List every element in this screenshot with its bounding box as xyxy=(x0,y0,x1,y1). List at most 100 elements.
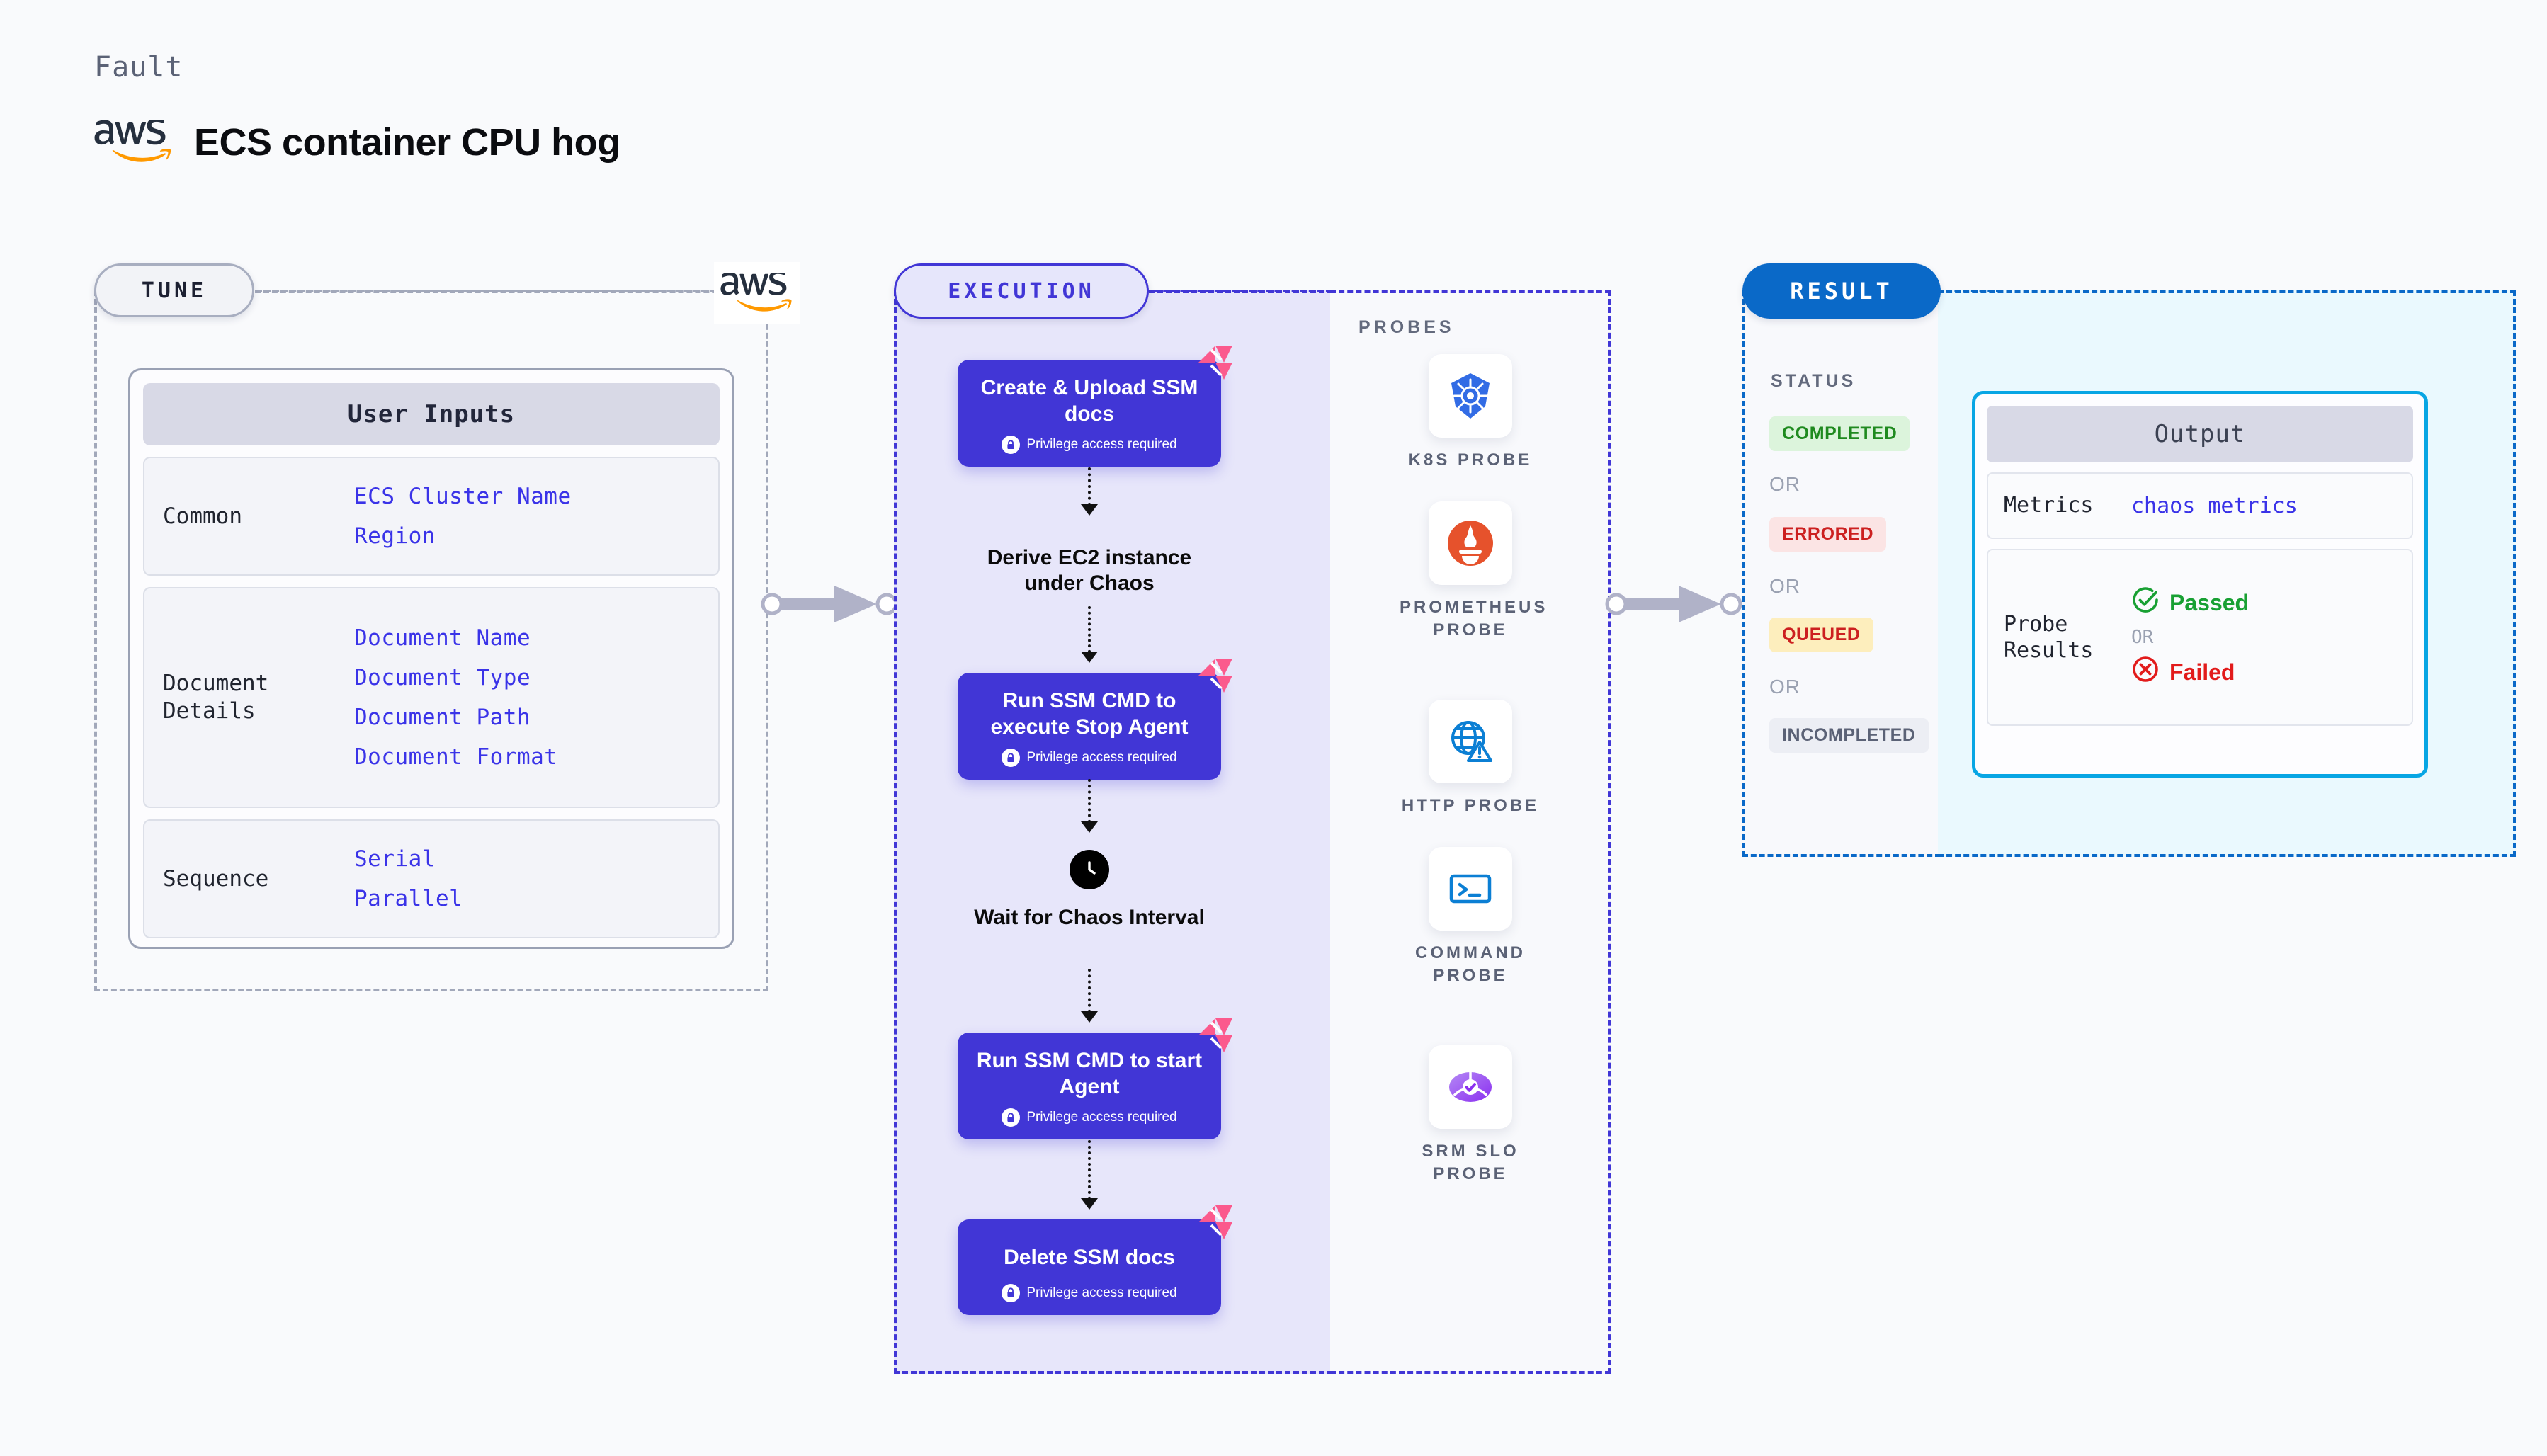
input-value[interactable]: Parallel xyxy=(354,886,463,911)
node-privilege-note: Privilege access required xyxy=(969,1283,1210,1302)
input-value[interactable]: Document Name xyxy=(354,625,531,651)
probe-label: SRM SLO PROBE xyxy=(1422,1142,1519,1184)
probe-item-prometheus[interactable]: PROMETHEUS PROBE xyxy=(1400,501,1545,642)
execution-step-derive-ec2-instance: Derive EC2 instance under Chaos xyxy=(987,546,1192,595)
probe-label: COMMAND PROBE xyxy=(1415,943,1526,986)
input-group-label: Common xyxy=(163,503,242,529)
execution-node-create-upload-ssm-docs[interactable]: Create & Upload SSM docs Privilege acces… xyxy=(958,346,1232,467)
node-title: Run SSM CMD to execute Stop Agent xyxy=(990,689,1189,739)
flow-connector xyxy=(1088,1140,1091,1200)
probes-panel xyxy=(1330,290,1611,1374)
input-group-label: Document Details xyxy=(163,671,269,724)
probe-item-command[interactable]: COMMAND PROBE xyxy=(1400,847,1541,988)
execution-node-run-ssm-stop-agent[interactable]: Run SSM CMD to execute Stop Agent Privil… xyxy=(958,659,1232,780)
output-row-label: Metrics xyxy=(2004,493,2094,518)
output-row-metrics: Metrics chaos metrics xyxy=(1987,472,2413,539)
execution-dashed-connector xyxy=(1146,290,1332,292)
tune-aws-logo-icon xyxy=(714,262,800,324)
input-value[interactable]: Serial xyxy=(354,846,436,872)
flow-arrowhead xyxy=(1081,652,1098,663)
user-inputs-card: User Inputs Common ECS Cluster Name Regi… xyxy=(128,368,734,949)
probe-label: K8S PROBE xyxy=(1408,450,1533,470)
user-inputs-title: User Inputs xyxy=(143,383,720,445)
input-value[interactable]: Document Type xyxy=(354,665,531,690)
status-or-label: OR xyxy=(1769,473,1800,495)
status-badge-queued: QUEUED xyxy=(1769,618,1873,652)
status-title: STATUS xyxy=(1771,371,1856,391)
probe-item-http[interactable]: HTTP PROBE xyxy=(1400,700,1541,817)
flow-connector xyxy=(1088,467,1091,506)
result-status-panel xyxy=(1742,290,1941,857)
output-metrics-value[interactable]: chaos metrics xyxy=(2131,493,2298,518)
result-pill[interactable]: RESULT xyxy=(1742,263,1941,319)
harness-logo-icon xyxy=(1197,657,1234,694)
prometheus-icon xyxy=(1429,501,1512,585)
status-badge-incompleted: INCOMPLETED xyxy=(1769,718,1929,753)
srm-slo-icon xyxy=(1429,1045,1512,1129)
input-group-sequence: Sequence Serial Parallel xyxy=(143,819,720,938)
status-badge-completed: COMPLETED xyxy=(1769,416,1910,451)
node-title: Delete SSM docs xyxy=(1004,1246,1175,1269)
execution-node-run-ssm-start-agent[interactable]: Run SSM CMD to start Agent Privilege acc… xyxy=(958,1018,1232,1140)
harness-logo-icon xyxy=(1197,1017,1234,1054)
node-privilege-text: Privilege access required xyxy=(1026,437,1177,453)
node-privilege-note: Privilege access required xyxy=(969,1108,1210,1127)
node-privilege-note: Privilege access required xyxy=(969,749,1210,768)
flow-connector xyxy=(1088,606,1091,653)
execution-pill[interactable]: EXECUTION xyxy=(894,263,1149,319)
probe-result-passed-label: Passed xyxy=(2169,589,2250,615)
http-globe-icon xyxy=(1429,700,1512,783)
input-group-label: Sequence xyxy=(163,865,269,892)
flow-arrowhead xyxy=(1081,504,1098,516)
output-title: Output xyxy=(1987,406,2413,462)
input-group-values: Document Name Document Type Document Pat… xyxy=(354,625,557,770)
execution-step-wait-for-chaos-interval: Wait for Chaos Interval xyxy=(974,906,1205,929)
probe-result-or-label: OR xyxy=(2131,627,2154,648)
status-or-label: OR xyxy=(1769,676,1800,698)
flow-arrowhead xyxy=(1081,1011,1098,1023)
probes-title: PROBES xyxy=(1358,317,1455,337)
lock-icon xyxy=(1002,1283,1021,1302)
clock-icon xyxy=(1070,850,1109,889)
result-dashed-connector xyxy=(1938,290,2002,292)
status-or-label: OR xyxy=(1769,575,1800,597)
probe-item-srm-slo[interactable]: SRM SLO PROBE xyxy=(1400,1045,1541,1186)
execution-node-delete-ssm-docs[interactable]: Delete SSM docs Privilege access require… xyxy=(958,1205,1232,1315)
page-title: ECS container CPU hog xyxy=(194,121,620,164)
input-group-values: ECS Cluster Name Region xyxy=(354,484,572,549)
aws-logo-icon xyxy=(92,118,176,164)
probe-result-values: Passed OR Failed xyxy=(2131,586,2249,689)
arrow-tune-to-execution xyxy=(761,583,900,625)
output-row-probe-results: Probe Results Passed OR xyxy=(1987,549,2413,726)
output-row-label: Probe Results xyxy=(2004,611,2094,664)
probe-label: HTTP PROBE xyxy=(1401,796,1540,815)
node-title: Run SSM CMD to start Agent xyxy=(976,1049,1203,1098)
tune-dashed-connector xyxy=(256,290,715,292)
harness-logo-icon xyxy=(1197,344,1234,381)
execution-panel xyxy=(894,290,1333,1374)
node-title: Create & Upload SSM docs xyxy=(980,376,1198,426)
page-eyebrow: Fault xyxy=(94,51,183,84)
harness-logo-icon xyxy=(1197,1204,1234,1241)
input-group-values: Serial Parallel xyxy=(354,846,463,911)
lock-icon xyxy=(1002,436,1021,455)
output-card: Output Metrics chaos metrics Probe Resul… xyxy=(1972,391,2428,778)
node-privilege-text: Privilege access required xyxy=(1026,1110,1177,1125)
input-value[interactable]: Document Format xyxy=(354,744,558,770)
flow-arrowhead xyxy=(1081,1198,1098,1210)
input-value[interactable]: Document Path xyxy=(354,705,531,730)
terminal-icon xyxy=(1429,847,1512,931)
tune-pill[interactable]: TUNE xyxy=(94,263,254,317)
input-value[interactable]: ECS Cluster Name xyxy=(354,484,572,509)
probe-item-k8s[interactable]: K8S PROBE xyxy=(1400,354,1541,472)
input-value[interactable]: Region xyxy=(354,523,436,549)
node-privilege-note: Privilege access required xyxy=(969,436,1210,455)
arrow-execution-to-result xyxy=(1605,583,1744,625)
probe-result-passed: Passed xyxy=(2131,586,2249,620)
lock-icon xyxy=(1002,749,1021,768)
flow-connector xyxy=(1088,969,1091,1013)
node-privilege-text: Privilege access required xyxy=(1026,1285,1177,1300)
probe-result-failed-label: Failed xyxy=(2169,659,2235,685)
kubernetes-icon xyxy=(1429,354,1512,438)
